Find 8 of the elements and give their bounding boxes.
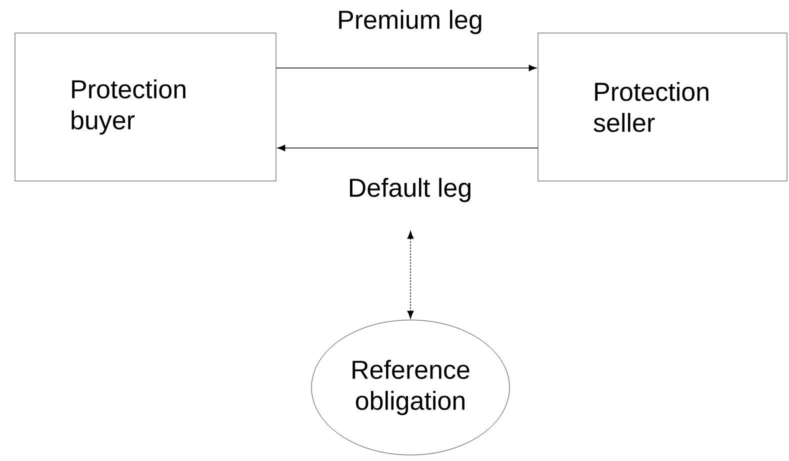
arrow — [276, 64, 537, 72]
edge-label: Default leg — [346, 176, 474, 204]
process-box: Protection buyer — [14, 32, 276, 182]
arrow — [407, 231, 414, 319]
edge-label: Premium leg — [336, 8, 484, 36]
process-box: Protection seller — [538, 32, 788, 182]
arrow — [277, 144, 538, 152]
ellipse-node: Reference obligation — [311, 320, 510, 456]
